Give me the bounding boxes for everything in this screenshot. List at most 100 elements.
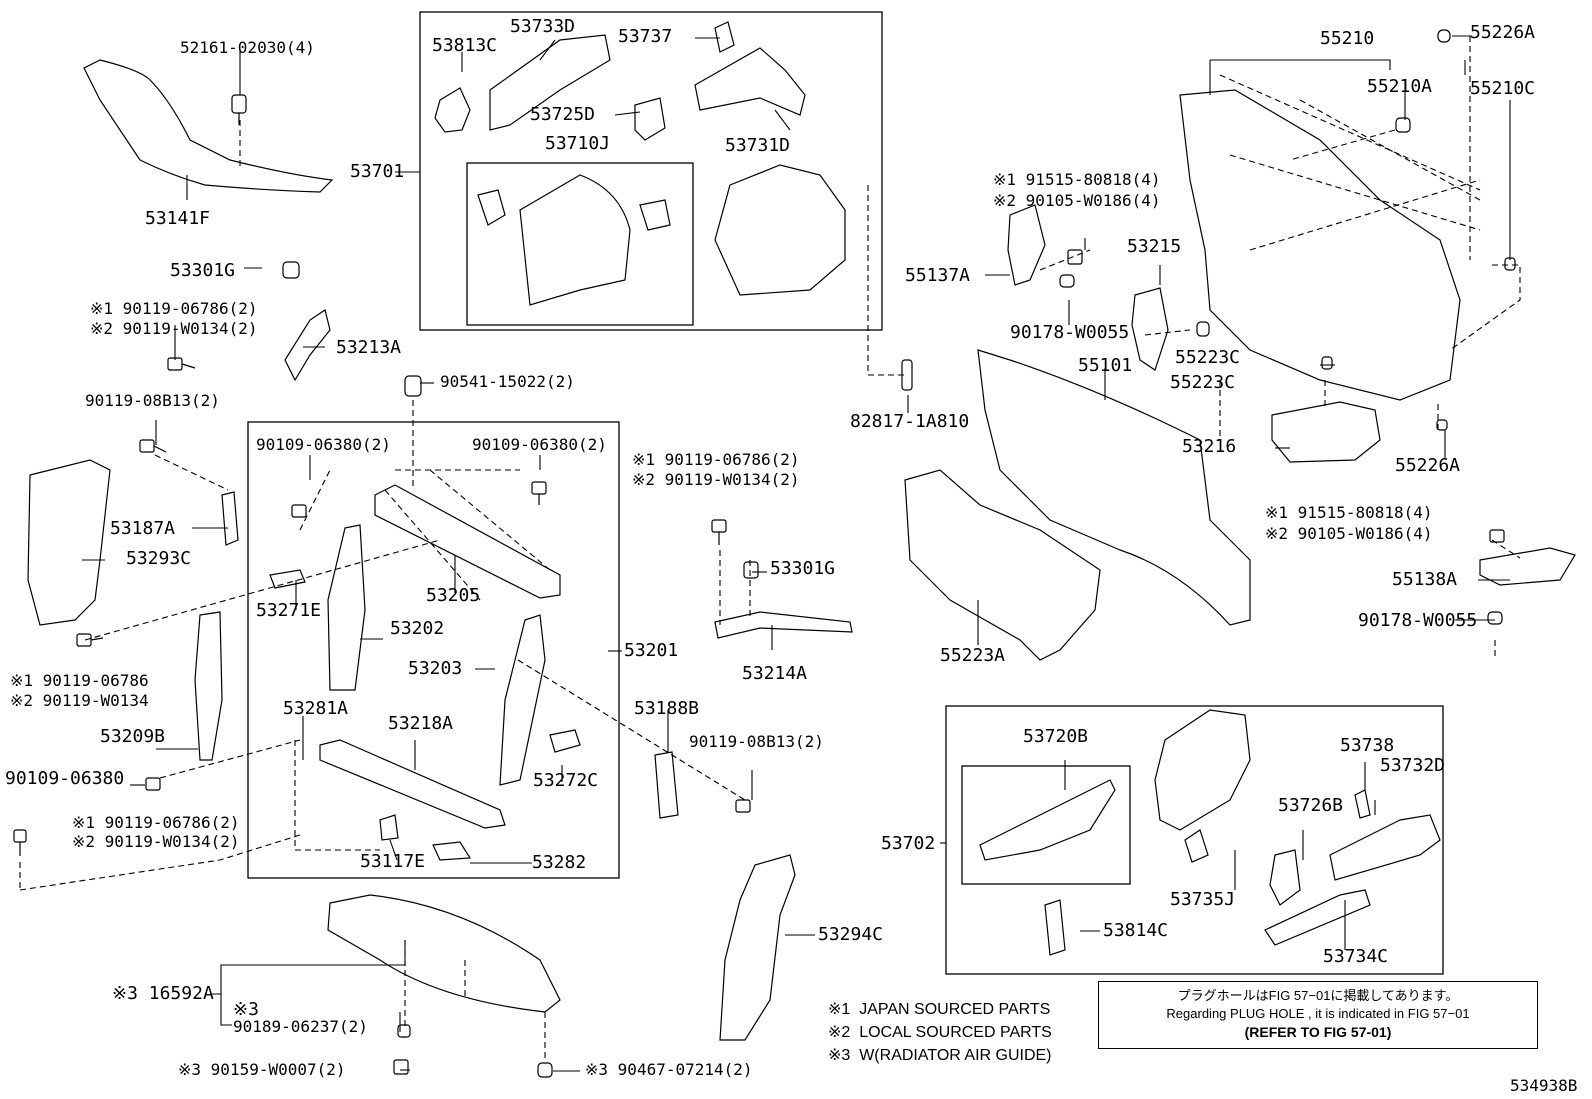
part-label-p67: 53735J [1170,889,1236,910]
part-label-p62: 53720B [1023,726,1089,747]
part-label-p25: ※1 91515-80818(4) [1265,503,1433,522]
part-53732D-shape [1329,814,1441,881]
part-53272C-shape [549,729,581,753]
part-label-p40: 53187A [110,518,176,539]
part-53293C-shape [27,459,111,626]
legend-1-mark: ※1 [828,1001,851,1018]
part-53282-shape [432,841,472,861]
legend-1: ※1 JAPAN SOURCED PARTS [828,1002,1050,1018]
note-line-3: (REFER TO FIG 57-01) [1244,1024,1392,1040]
part-53710J-shape [519,174,631,306]
note-line-2: Regarding PLUG HOLE , it is indicated in… [1166,1006,1470,1021]
part-53701-right [714,164,846,296]
part-label-p56: 90109-06380 [5,768,125,789]
part-label-p38: ※1 90119-06786(2) [632,450,800,469]
part-55137A-shape [1007,204,1046,286]
legend-2: ※2 LOCAL SOURCED PARTS [828,1025,1052,1041]
part-label-p58: ※1 90119-06786(2) [72,813,240,832]
legend-3-text: W(RADIATOR AIR GUIDE) [859,1047,1052,1064]
part-55223A-shape [904,469,1101,661]
part-label-p61: 53282 [532,852,587,873]
part-label-p36: 90109-06380(2) [256,435,391,454]
part-53702-main [1154,709,1251,831]
part-53731D-shape [694,47,806,116]
part-label-p16: 53215 [1127,236,1182,257]
dashed-lines [19,35,1521,1060]
part-16592A-shape [327,894,561,1013]
part-label-p63: 53738 [1340,735,1395,756]
part-53733D-shape [489,34,611,131]
part-label-p41: 53293C [126,548,192,569]
part-label-p54: 53188B [634,698,700,719]
part-53813C-shape [434,87,471,133]
part-label-p12: 55210A [1367,76,1433,97]
box-53710j [466,162,694,326]
part-label-p65: 53726B [1278,795,1344,816]
part-53725D-shape [634,97,666,141]
part-label-p50: ※2 90119-W0134 [10,691,149,710]
part-label-p47: 53203 [408,658,463,679]
part-53294C-shape [719,854,796,1041]
note-line-1: プラグホールはFIG 57−01に掲載してあります。 [1177,988,1459,1003]
part-label-p46: 53201 [624,640,679,661]
part-label-p33: 53213A [336,337,402,358]
fasteners [13,29,1516,1078]
legend-3-mark: ※3 [828,1047,851,1064]
part-label-p26: ※2 90105-W0186(4) [1265,524,1433,543]
part-label-p68: 53814C [1103,920,1169,941]
part-53737-shape [714,21,735,53]
part-53117E-shape [379,814,399,841]
part-55138A-shape [1479,547,1576,586]
part-label-p31: ※1 90119-06786(2) [90,299,258,318]
part-label-p15: ※2 90105-W0186(4) [993,191,1161,210]
plug-hole-note: プラグホールはFIG 57−01に掲載してあります。 Regarding PLU… [1098,981,1538,1049]
part-label-p42: 53301G [770,558,836,579]
legend-2-text: LOCAL SOURCED PARTS [859,1024,1052,1041]
part-53710J-bracket [477,189,506,226]
part-label-p2: 53141F [145,208,211,229]
part-55210-shape [1179,89,1461,401]
part-label-p74: ※3 90159-W0007(2) [178,1060,346,1079]
part-53215-shape [1131,287,1169,371]
part-label-p64: 53732D [1380,755,1446,776]
part-label-p45: 53202 [390,618,445,639]
part-label-p43: 53271E [256,600,322,621]
part-label-p10: 55210 [1320,28,1375,49]
part-label-p34: 90541-15022(2) [440,372,575,391]
part-label-p44: 53205 [426,585,481,606]
part-label-p48: 53214A [742,663,808,684]
part-label-p18: 90178-W0055 [1010,322,1130,343]
box-53201 [247,421,620,879]
part-label-p9: 53701 [350,161,405,182]
part-53218A-shape [319,739,506,829]
part-53271E-shape [269,569,306,589]
part-label-p13: 55210C [1470,78,1536,99]
part-label-p6: 53725D [530,104,596,125]
part-53814C-shape [1044,899,1066,956]
part-53738-shape [1354,789,1371,819]
part-55101-shape [977,349,1251,626]
part-label-p27: 55138A [1392,569,1458,590]
part-label-p73: 90189-06237(2) [233,1017,368,1036]
part-label-p8: 53731D [725,135,791,156]
part-53205-shape [374,484,561,599]
part-label-p20: 55223C [1170,372,1236,393]
part-label-p3: 53813C [432,35,498,56]
box-53702 [945,705,1444,975]
part-label-p52: 53281A [283,698,349,719]
part-label-p53: 53218A [388,713,454,734]
box-53701 [419,11,883,331]
part-53141F-shape [83,59,334,193]
part-label-p22: 82817-1A810 [850,411,970,432]
part-53734C-shape [1264,889,1371,946]
part-label-p49: ※1 90119-06786 [10,671,149,690]
part-label-p59: ※2 90119-W0134(2) [72,832,240,851]
legend-3: ※3 W(RADIATOR AIR GUIDE) [828,1048,1052,1064]
part-label-p75: ※3 90467-07214(2) [585,1060,753,1079]
part-label-p17: 55137A [905,265,971,286]
part-label-p35: 90119-08B13(2) [85,391,220,410]
part-label-p55: 90119-08B13(2) [689,732,824,751]
part-label-p23: 53216 [1182,436,1237,457]
